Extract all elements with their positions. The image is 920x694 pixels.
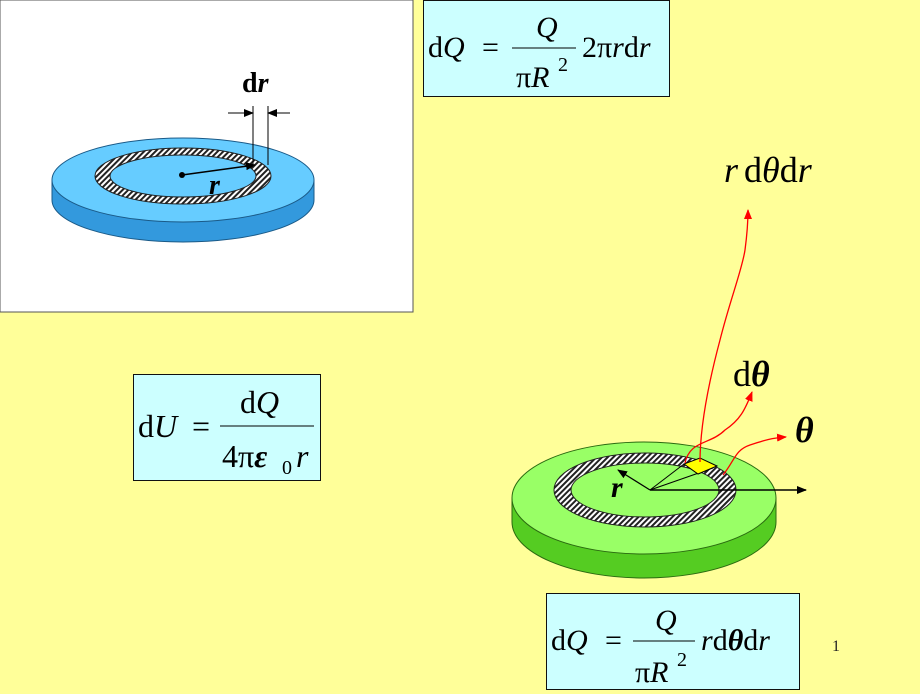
radius-arrow [181, 162, 256, 176]
dr-label: dr [242, 68, 270, 99]
svg-text:Q: Q [536, 11, 558, 44]
red-annotation-arrows [684, 209, 787, 476]
svg-text:πR: πR [516, 61, 549, 94]
svg-text:dQ: dQ [428, 31, 465, 64]
svg-text:dQ: dQ [240, 384, 279, 420]
formula-dq-ring: dQ = Q πR 2 2πrdr [423, 0, 670, 97]
svg-text:r: r [296, 438, 309, 474]
svg-text:4πε: 4πε [222, 438, 267, 474]
page-number: 1 [832, 638, 840, 655]
dtheta-arrow [684, 391, 753, 464]
formula-du: dU = dQ 4πε 0 r [133, 374, 321, 481]
svg-text:Q: Q [655, 604, 677, 637]
svg-text:0: 0 [282, 457, 292, 479]
svg-text:2πrdr: 2πrdr [582, 31, 651, 64]
green-radius-label: r [611, 471, 623, 504]
radius-label: r [209, 170, 221, 201]
left-diagram-panel: dr r [0, 0, 414, 313]
green-radius-arrow [617, 469, 651, 491]
formula-dq-ring-svg: dQ = Q πR 2 2πrdr [428, 11, 651, 94]
svg-text:2: 2 [558, 54, 568, 76]
green-disk [511, 441, 807, 579]
dtheta-label: dθ [733, 354, 770, 394]
svg-text:rdθdr: rdθdr [701, 624, 770, 657]
svg-text:dU: dU [138, 408, 179, 444]
theta-label: θ [795, 410, 814, 450]
dr-dimension [228, 106, 290, 165]
formula-dq-element-svg: dQ = Q πR 2 rdθdr [551, 604, 770, 689]
svg-text:dQ: dQ [551, 624, 588, 657]
svg-text:2: 2 [677, 649, 687, 671]
formula-du-svg: dU = dQ 4πε 0 r [138, 384, 314, 479]
area-element [682, 457, 719, 475]
theta-arc-arrow [722, 433, 787, 476]
area-to-label-arrow [699, 209, 752, 463]
svg-text:=: = [192, 408, 210, 444]
svg-text:=: = [482, 31, 499, 64]
svg-text:=: = [605, 624, 622, 657]
formula-dq-element: dQ = Q πR 2 rdθdr [546, 593, 800, 690]
svg-text:πR: πR [635, 656, 668, 689]
blue-disk [51, 137, 315, 243]
